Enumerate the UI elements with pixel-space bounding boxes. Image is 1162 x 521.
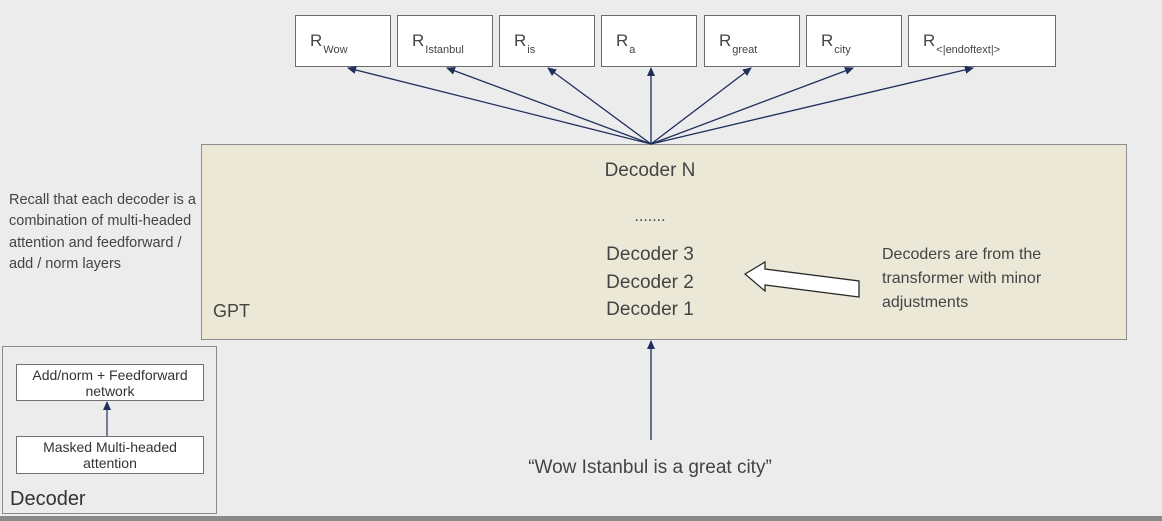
output-box-istanbul: RIstanbul: [397, 15, 493, 67]
decoder-1-label: Decoder 1: [606, 299, 694, 320]
decoders-note-arrow: [743, 260, 860, 298]
gpt-label: GPT: [213, 301, 251, 321]
arrow-to-great: [650, 67, 752, 145]
bottom-border: [0, 516, 1162, 521]
decoder-n-label: Decoder N: [604, 160, 696, 181]
decoder-panel: Add/norm + Feedforward network Masked Mu…: [2, 346, 217, 514]
decoder-2-label: Decoder 2: [606, 272, 694, 293]
output-box-is: Ris: [499, 15, 595, 67]
output-box-city: Rcity: [806, 15, 902, 67]
decoder-ellipsis: .......: [634, 208, 666, 225]
output-label: RWow: [310, 31, 348, 56]
arrow-to-is: [547, 67, 652, 145]
output-box-wow: RWow: [295, 15, 391, 67]
arrow-to-endoftext: [650, 65, 974, 145]
output-label: Ra: [616, 31, 636, 56]
gpt-block: [201, 144, 1127, 340]
output-label: RIstanbul: [412, 31, 464, 56]
decoder-3-label: Decoder 3: [606, 244, 694, 265]
input-sentence: “Wow Istanbul is a great city”: [528, 457, 772, 478]
arrow-to-city: [650, 67, 854, 145]
output-box-great: Rgreat: [704, 15, 800, 67]
addnorm-feedforward-box: Add/norm + Feedforward network: [16, 364, 204, 401]
output-label: Rcity: [821, 31, 851, 56]
output-label: R<|endoftext|>: [923, 31, 1001, 56]
arrow-to-wow: [347, 66, 652, 145]
decoders-note: Decoders are from the transformer with m…: [882, 246, 1042, 311]
output-box-endoftext: R<|endoftext|>: [908, 15, 1056, 67]
output-label: Ris: [514, 31, 536, 56]
arrow-to-istanbul: [446, 67, 652, 145]
recall-note: Recall that each decoder is a combinatio…: [9, 192, 196, 272]
output-label: Rgreat: [719, 31, 758, 56]
masked-attention-box: Masked Multi-headed attention: [16, 436, 204, 474]
decoder-panel-label: Decoder: [10, 488, 86, 510]
output-box-a: Ra: [601, 15, 697, 67]
